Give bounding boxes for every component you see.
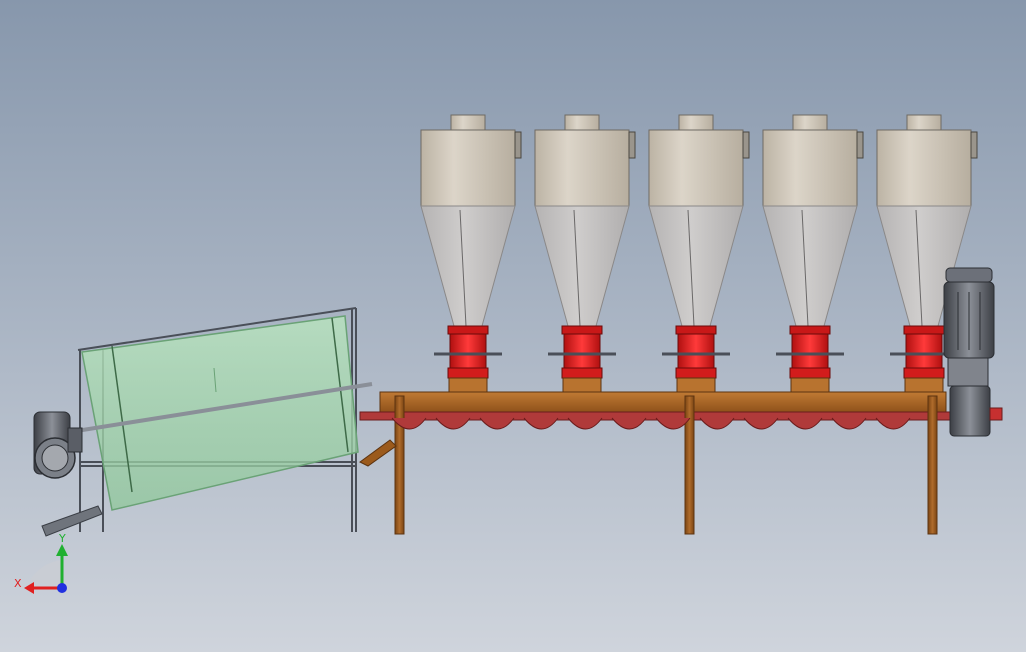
cyclone-barrel bbox=[534, 129, 630, 207]
discharge-chute bbox=[41, 505, 103, 537]
trommel-drum bbox=[81, 315, 359, 511]
conveyor-leg bbox=[684, 395, 695, 535]
valve-mount bbox=[448, 377, 488, 393]
valve-mount bbox=[676, 377, 716, 393]
screw-flight bbox=[435, 417, 471, 430]
drum-shaft bbox=[69, 382, 373, 434]
axis-y-arrow bbox=[56, 544, 68, 556]
screw-flight bbox=[655, 417, 691, 430]
cyclone-cone-seam bbox=[801, 209, 809, 327]
trommel-drive-motor bbox=[33, 411, 83, 479]
screw-flights bbox=[391, 417, 911, 430]
cyclone-unit bbox=[876, 114, 978, 393]
inlet-brace bbox=[359, 439, 397, 467]
cyclone-inlet bbox=[856, 131, 864, 159]
rotary-valve bbox=[890, 325, 958, 393]
cyclone-barrel bbox=[762, 129, 858, 207]
valve-mount bbox=[790, 377, 830, 393]
cyclone-barrel bbox=[648, 129, 744, 207]
cyclone-inlet bbox=[628, 131, 636, 159]
trommel-screen bbox=[33, 307, 373, 537]
conveyor-top-beam bbox=[379, 391, 947, 415]
cyclone-cone bbox=[534, 205, 630, 327]
coordinate-triad: Y X bbox=[14, 532, 68, 594]
axis-y-label: Y bbox=[58, 532, 66, 545]
conveyor-leg bbox=[927, 395, 938, 535]
axis-z-dot bbox=[57, 583, 67, 593]
cyclone-unit bbox=[420, 114, 522, 393]
rotary-valve bbox=[776, 325, 844, 393]
conveyor-leg bbox=[394, 395, 405, 535]
cyclone-cone bbox=[420, 205, 516, 327]
cyclone-outlet-pipe bbox=[564, 114, 600, 132]
screw-flight bbox=[787, 417, 823, 430]
cyclone-bank bbox=[420, 114, 978, 393]
screw-flight bbox=[875, 417, 911, 430]
rotary-valve bbox=[662, 325, 730, 393]
rotary-valve bbox=[434, 325, 502, 393]
valve-mount bbox=[904, 377, 944, 393]
cyclone-barrel bbox=[420, 129, 516, 207]
screw-flight bbox=[479, 417, 515, 430]
cyclone-cone-seam bbox=[459, 209, 467, 327]
cyclone-cone bbox=[648, 205, 744, 327]
screw-flight bbox=[743, 417, 779, 430]
cyclone-unit bbox=[648, 114, 750, 393]
cyclone-unit bbox=[762, 114, 864, 393]
conveyor-gear-motor bbox=[943, 267, 1003, 437]
cyclone-outlet-pipe bbox=[450, 114, 486, 132]
drum-detail bbox=[213, 367, 217, 393]
cyclone-outlet-pipe bbox=[792, 114, 828, 132]
screw-flight bbox=[611, 417, 647, 430]
valve-mount bbox=[562, 377, 602, 393]
screw-flight bbox=[391, 417, 427, 430]
cyclone-cone-seam bbox=[915, 209, 923, 327]
cyclone-inlet bbox=[514, 131, 522, 159]
cyclone-outlet-pipe bbox=[678, 114, 714, 132]
cyclone-cone bbox=[762, 205, 858, 327]
screw-flight bbox=[567, 417, 603, 430]
screw-conveyor bbox=[359, 391, 959, 535]
screw-flight bbox=[699, 417, 735, 430]
cyclone-inlet bbox=[742, 131, 750, 159]
cyclone-barrel bbox=[876, 129, 972, 207]
cyclone-inlet bbox=[970, 131, 978, 159]
cyclone-unit bbox=[534, 114, 636, 393]
drum-rib bbox=[111, 345, 133, 493]
axis-x-label: X bbox=[14, 577, 22, 590]
axis-x-arrow bbox=[24, 582, 34, 594]
cyclone-outlet-pipe bbox=[906, 114, 942, 132]
cyclone-cone-seam bbox=[573, 209, 581, 327]
screw-flight bbox=[831, 417, 867, 430]
screw-flight bbox=[523, 417, 559, 430]
cyclone-cone-seam bbox=[687, 209, 695, 327]
rotary-valve bbox=[548, 325, 616, 393]
drum-rib bbox=[331, 317, 349, 453]
